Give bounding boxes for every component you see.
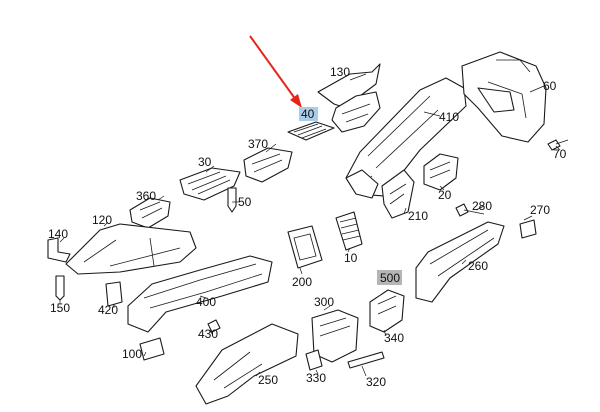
callout-420: 420: [98, 303, 118, 317]
callout-50: 50: [238, 195, 252, 209]
callout-500-box: [377, 270, 402, 285]
part-280-bolt: [455, 203, 485, 217]
part-370-vent: [243, 147, 293, 183]
callout-270: 270: [530, 203, 550, 217]
part-130-air-duct-top: [317, 63, 381, 133]
callout-330: 330: [306, 371, 326, 385]
callout-280: 280: [472, 199, 492, 213]
part-210-vent: [381, 169, 415, 219]
callout-500: 500: [380, 271, 400, 285]
part-10-filter: [335, 211, 363, 251]
callout-400: 400: [196, 295, 216, 309]
callout-120: 120: [92, 213, 112, 227]
part-260-duct: [415, 221, 505, 303]
part-40-grille: [287, 121, 335, 141]
part-140-bracket: [47, 237, 71, 263]
part-270-clip: [519, 219, 537, 239]
callout-30: 30: [198, 155, 212, 169]
part-70-screw: [547, 139, 569, 151]
callout-410: 410: [439, 110, 459, 124]
part-60-housing: [461, 51, 547, 143]
callout-320: 320: [366, 375, 386, 389]
part-150-bolt: [55, 275, 65, 301]
red-pointer-arrow: [249, 35, 302, 108]
part-320-strip: [347, 351, 385, 369]
callout-250: 250: [258, 373, 278, 387]
part-410-main-duct: [345, 77, 467, 199]
part-200-frame: [287, 225, 323, 269]
part-30-grille: [179, 167, 241, 201]
part-100-vent: [139, 337, 165, 361]
callout-70: 70: [553, 147, 567, 161]
part-20-vent: [423, 153, 459, 191]
part-340-vent: [369, 289, 405, 333]
callout-10: 10: [344, 251, 358, 265]
callout-430: 430: [198, 327, 218, 341]
callout-140: 140: [48, 227, 68, 241]
callout-60: 60: [543, 79, 557, 93]
part-330-clip: [305, 349, 323, 371]
callout-370: 370: [248, 137, 268, 151]
part-50-clip: [227, 187, 237, 213]
leader-lines: [59, 73, 561, 377]
part-400-lower-duct: [127, 255, 273, 333]
callout-40-highlight: [299, 107, 318, 121]
part-360-vent: [129, 197, 171, 229]
callout-210: 210: [408, 209, 428, 223]
callout-40: 40: [301, 107, 315, 121]
callout-labels: 130 60 40 410 370 70 30 20 360 50 280 27…: [48, 65, 567, 389]
part-120-duct: [65, 223, 197, 275]
part-430-bolt: [207, 319, 221, 333]
callout-200: 200: [292, 275, 312, 289]
callout-340: 340: [384, 331, 404, 345]
callout-150: 150: [50, 301, 70, 315]
callout-20: 20: [438, 188, 452, 202]
callout-260: 260: [468, 259, 488, 273]
callout-100: 100: [122, 347, 142, 361]
callout-130: 130: [330, 65, 350, 79]
part-250-housing: [195, 323, 299, 405]
callout-360: 360: [136, 189, 156, 203]
callout-300: 300: [314, 295, 334, 309]
part-420-bracket: [105, 281, 123, 307]
